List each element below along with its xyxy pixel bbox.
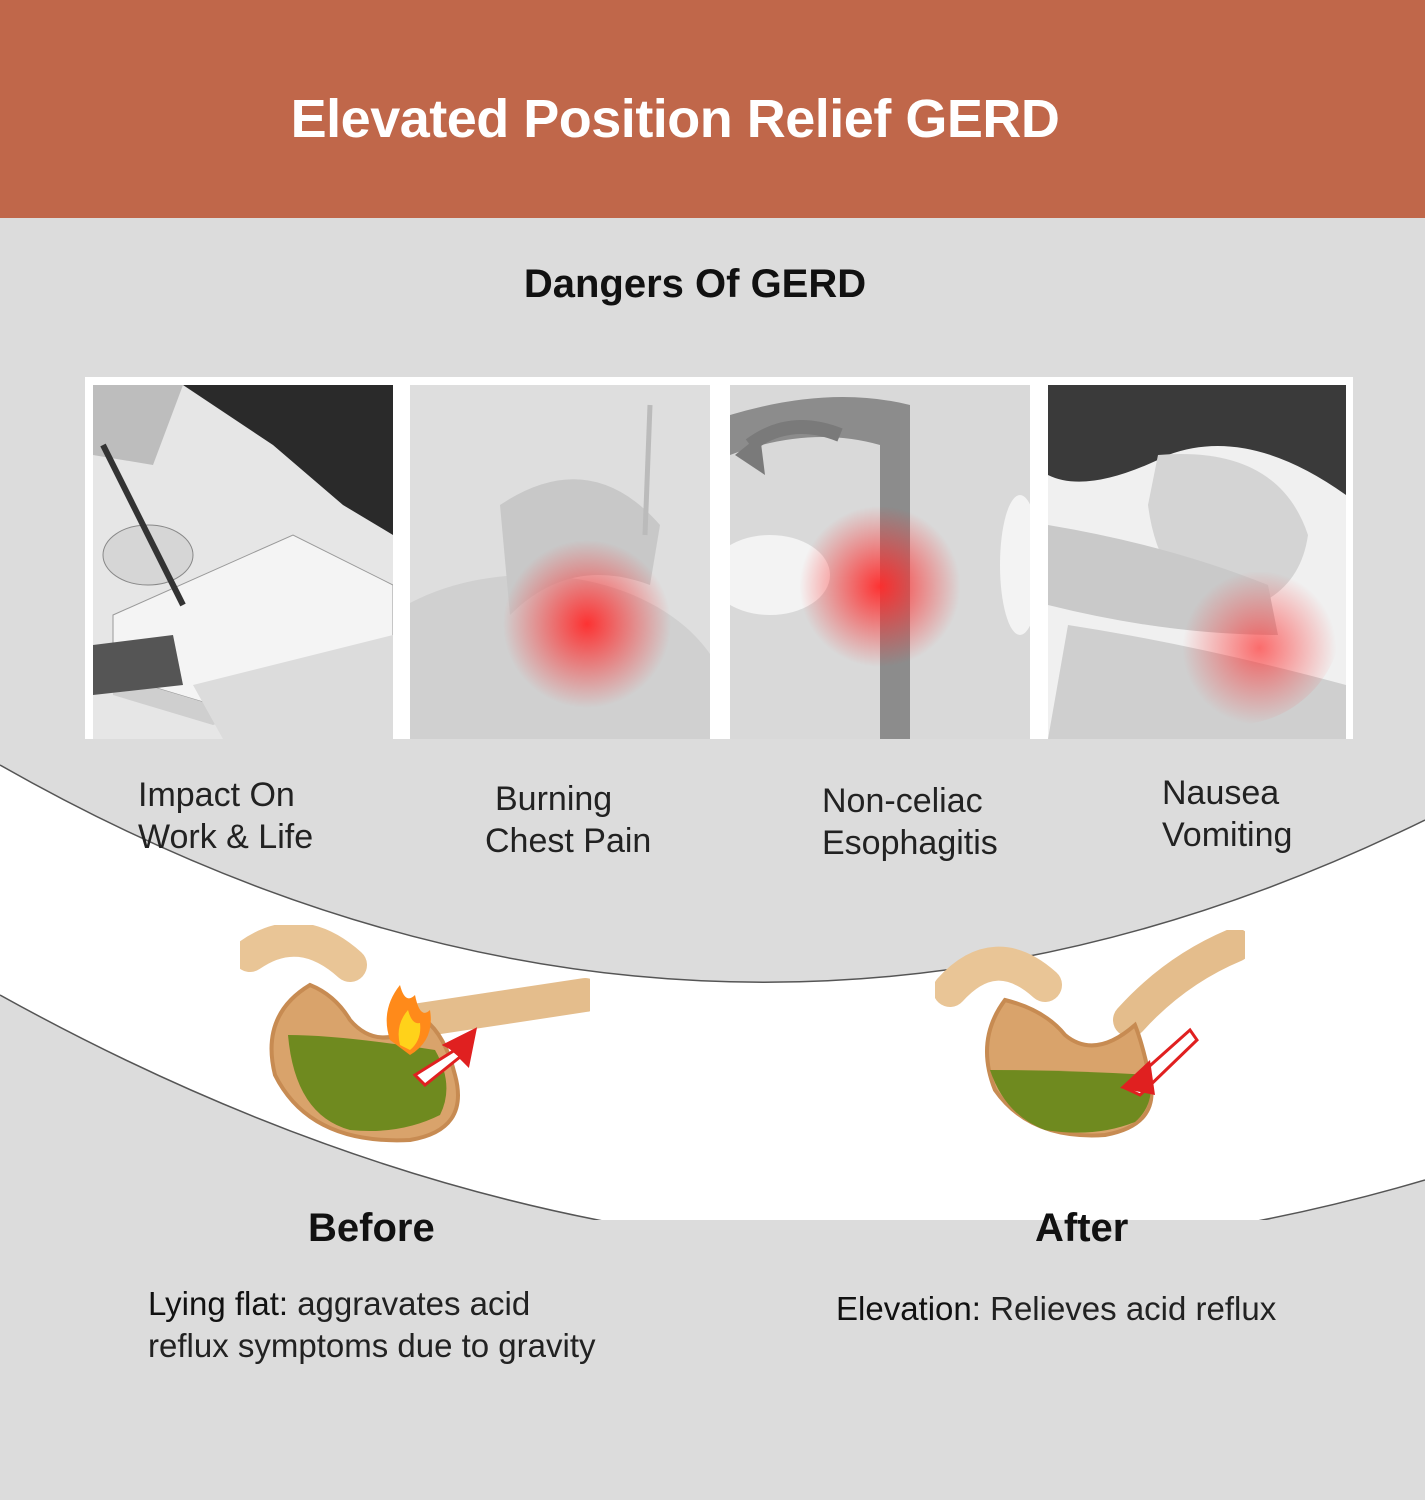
caption-chest-pain: Burning Chest Pain bbox=[485, 778, 651, 862]
writing-hand-photo bbox=[93, 385, 393, 739]
after-text: Relieves acid reflux bbox=[980, 1290, 1277, 1327]
caption-esophagitis: Non-celiac Esophagitis bbox=[822, 780, 998, 864]
stomach-relief-icon bbox=[935, 930, 1245, 1138]
caption-line: Burning bbox=[495, 780, 613, 818]
before-description: Lying flat: aggravates acid reflux sympt… bbox=[148, 1283, 596, 1367]
before-lead: Lying flat: bbox=[148, 1285, 289, 1322]
nausea-photo bbox=[1048, 385, 1346, 739]
chest-pain-photo bbox=[410, 385, 710, 739]
after-title: After bbox=[1035, 1206, 1129, 1250]
page-title: Elevated Position Relief GERD bbox=[290, 89, 1060, 149]
esophagus-diagram bbox=[730, 385, 1030, 739]
header-banner: Elevated Position Relief GERD bbox=[0, 0, 1425, 218]
after-description: Elevation: Relieves acid reflux bbox=[836, 1288, 1276, 1330]
caption-line: Nausea bbox=[1162, 774, 1280, 812]
stomach-reflux-icon bbox=[240, 925, 590, 1143]
caption-line: Esophagitis bbox=[822, 824, 998, 862]
caption-nausea: Nausea Vomiting bbox=[1162, 772, 1292, 856]
dangers-title: Dangers Of GERD bbox=[523, 262, 867, 306]
caption-line: Work & Life bbox=[138, 818, 314, 856]
caption-impact: Impact On Work & Life bbox=[138, 774, 313, 858]
dangers-photo-strip bbox=[85, 377, 1353, 739]
before-text: aggravates acid bbox=[288, 1285, 531, 1322]
caption-line: Non-celiac bbox=[822, 782, 983, 820]
before-text-line2: reflux symptoms due to gravity bbox=[148, 1327, 596, 1364]
after-lead: Elevation: bbox=[836, 1290, 981, 1327]
caption-line: Vomiting bbox=[1162, 816, 1293, 854]
before-title: Before bbox=[308, 1206, 435, 1250]
caption-line: Impact On bbox=[138, 776, 295, 814]
caption-line: Chest Pain bbox=[485, 822, 652, 860]
